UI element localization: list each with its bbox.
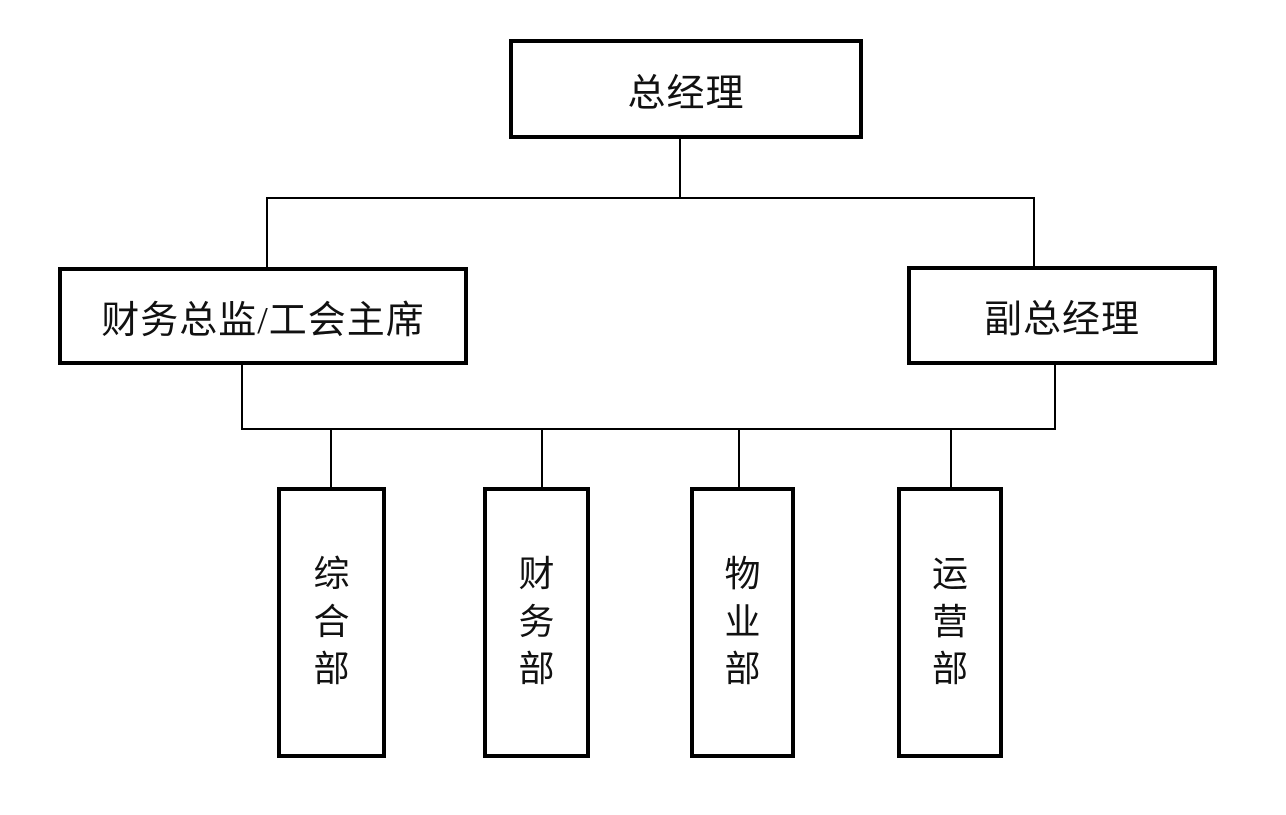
node-deputy-general-manager: 副总经理 bbox=[907, 266, 1217, 365]
node-general-manager-label: 总经理 bbox=[627, 72, 745, 115]
node-dept-property: 物业部 bbox=[690, 487, 795, 758]
connector-cfo-out bbox=[241, 365, 243, 428]
connector-cfo-in bbox=[266, 199, 268, 267]
node-cfo-union-chair-label: 财务总监/工会主席 bbox=[101, 299, 425, 342]
node-dept-finance-label: 财务部 bbox=[518, 554, 555, 690]
connector-dept-finance bbox=[541, 430, 543, 487]
connector-level3-bus bbox=[241, 428, 1056, 430]
connector-dept-general bbox=[330, 430, 332, 487]
connector-dgm-out bbox=[1054, 365, 1056, 428]
connector-level2-bus bbox=[266, 197, 1035, 199]
node-dept-operations-label: 运营部 bbox=[932, 554, 969, 690]
connector-dept-property bbox=[738, 430, 740, 487]
node-deputy-general-manager-label: 副总经理 bbox=[983, 299, 1140, 341]
connector-dgm-in bbox=[1033, 199, 1035, 266]
node-dept-general: 综合部 bbox=[277, 487, 386, 758]
connector-dept-operations bbox=[950, 430, 952, 487]
node-dept-operations: 运营部 bbox=[897, 487, 1003, 758]
node-dept-finance: 财务部 bbox=[483, 487, 590, 758]
node-cfo-union-chair: 财务总监/工会主席 bbox=[58, 267, 468, 365]
node-dept-general-label: 综合部 bbox=[313, 554, 350, 690]
connector-gm-down bbox=[679, 139, 681, 197]
node-general-manager: 总经理 bbox=[509, 39, 863, 139]
node-dept-property-label: 物业部 bbox=[724, 554, 761, 690]
